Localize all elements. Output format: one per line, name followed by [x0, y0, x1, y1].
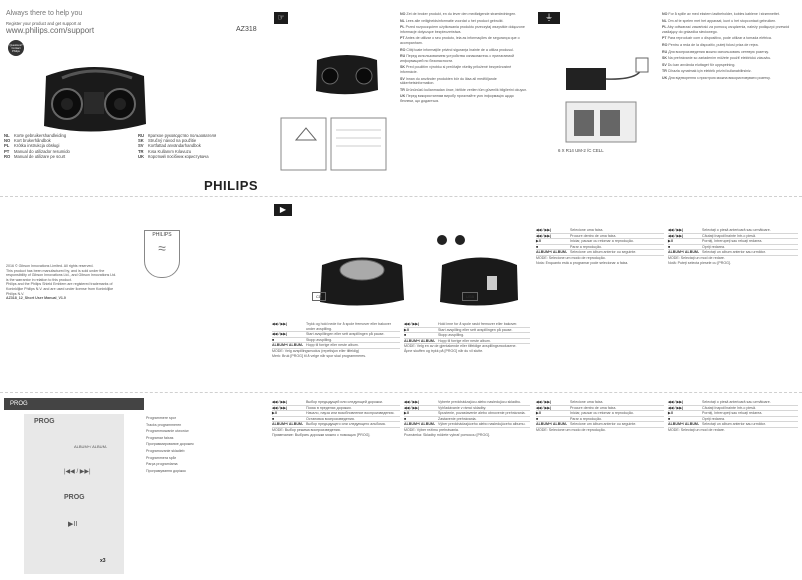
- prog-button-1[interactable]: PROG: [34, 418, 55, 425]
- help-title: Always there to help you: [6, 10, 83, 17]
- brand-logo: PHILIPS: [204, 178, 259, 193]
- play-icon: ▶: [274, 204, 292, 216]
- legal-text: 2016 © Gibson Innovations Limited. All r…: [6, 264, 117, 301]
- fold-line: [0, 392, 802, 393]
- safety-panel: ☞ NO Zet de broker produkt, en du lever …: [272, 10, 530, 195]
- cd-label: CD: [312, 292, 326, 301]
- prog-panel-bg: [24, 414, 124, 574]
- power-panel: ⏚ 6 X R14 UM-2 /C CELL NO For å spille a…: [536, 10, 798, 195]
- prog-button-2[interactable]: PROG: [64, 494, 85, 501]
- usb-controls-no: ◀◀ / ▶▶|Hold inne for å spole raskt frem…: [404, 322, 530, 354]
- controls-table-pt: ◀◀ / ▶▶|Selecione uma faixa. ◀◀ / ▶▶|Pro…: [536, 228, 664, 265]
- power-plug-icon: ⏚: [538, 12, 560, 24]
- usb-label: USB: [462, 292, 479, 301]
- battery-spec: 6 X R14 UM-2 /C CELL: [558, 148, 604, 153]
- legal-panel: PHILIPS ≈ 2016 © Gibson Innovations Limi…: [4, 200, 264, 392]
- model-number: AZ318: [236, 26, 257, 33]
- boombox-illustration: [44, 67, 146, 132]
- media-diagram: ▶ CD USB: [272, 200, 530, 320]
- controls-table-sk: ◀◀ / ▶▶|Vyberte predchádzajúcu alebo nas…: [404, 400, 530, 437]
- prog-header: PROG: [4, 398, 144, 410]
- controls-table-ro: ◀◀ / ▶▶|Selectaţi o piesă anterioară sau…: [668, 228, 798, 265]
- cd-controls-no: ◀◀ / ▶▶|Trykk og hold nede for å spole f…: [272, 322, 400, 358]
- power-illustration: [565, 57, 649, 143]
- controls-table-ru: ◀◀ / ▶▶|Выбор предыдущей или следующей д…: [272, 400, 400, 437]
- philips-shield-logo: PHILIPS ≈: [144, 230, 180, 278]
- hand-icon: ☞: [274, 12, 288, 24]
- fold-line: [0, 196, 802, 197]
- skip-buttons[interactable]: |◀◀ / ▶▶|: [64, 469, 91, 475]
- safety-text: NO Zet de broker produkt, en du lever de…: [400, 12, 528, 103]
- controls-table-ro-bottom: ◀◀ / ▶▶|Selectaţi o piesă anterioară sau…: [668, 400, 798, 433]
- controls-table-pt-bottom: ◀◀ / ▶▶|Selecione uma faixa. ◀◀ / ▶▶|Pro…: [536, 400, 664, 433]
- question-badge: Questions? Contact Philips: [8, 40, 24, 56]
- register-line: Register your product and get support at: [6, 21, 81, 26]
- album-button[interactable]: ALBUM+/ ALBUM-: [74, 444, 108, 449]
- boombox-small-illustration: [316, 55, 378, 95]
- support-url: www.philips.com/support: [6, 26, 95, 35]
- cover-panel: Always there to help you Register your p…: [4, 6, 264, 196]
- x3-callout: x3: [100, 558, 106, 564]
- power-text: NO For å spille av med ekstern lastbehol…: [662, 12, 790, 80]
- prog-steps-list: Programmere spor Tracks programmeren Pro…: [146, 416, 194, 473]
- prog-diagram: PROG PROG ALBUM+/ ALBUM- |◀◀ / ▶▶| PROG …: [4, 398, 144, 576]
- cd-usb-illustration: [320, 235, 518, 306]
- manual-illustration: [280, 117, 387, 171]
- play-pause-button[interactable]: ▶II: [68, 521, 78, 528]
